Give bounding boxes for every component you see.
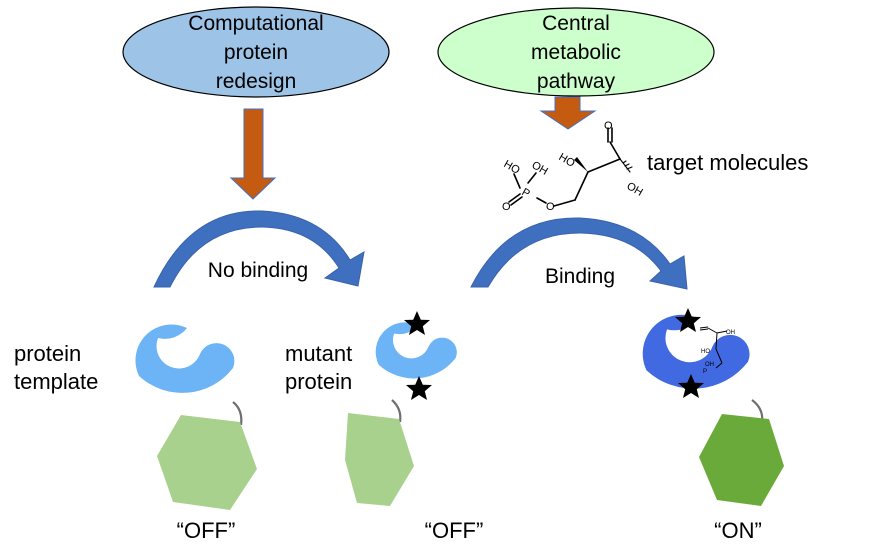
central-metabolic-pathway-line-1: Central [542, 12, 610, 35]
wedge-bond [574, 157, 588, 172]
target-molecule-structure [508, 127, 633, 207]
binding-label: Binding [545, 265, 615, 288]
bound-protein-shape [642, 314, 750, 389]
computational-redesign-line-3: redesign [216, 70, 297, 93]
target-molecules-label: target molecules [647, 150, 808, 175]
protein-template-group: protein template “OFF” [14, 324, 257, 543]
reporter-hexagon-off-icon [345, 413, 414, 506]
ligand-atom-oh-2: OH [705, 362, 714, 368]
atom-o-ester: O [546, 201, 555, 213]
computational-redesign-ellipse [122, 6, 390, 98]
down-arrow-icon [229, 108, 277, 200]
mutant-protein-shape [375, 322, 457, 379]
atom-ho-2: HO [502, 158, 523, 177]
linker-icon [391, 399, 402, 423]
central-metabolic-pathway-ellipse [437, 7, 715, 97]
atom-ho-1: HO [557, 151, 578, 170]
mutant-protein-label-line-1: mutant [285, 341, 352, 366]
ligand-atom-p: P [703, 369, 707, 375]
mutant-protein-label-line-2: protein [285, 369, 352, 394]
atom-o-phosphoryl: O [502, 201, 511, 213]
bound-protein-group: OH HO P OH “ON” [642, 308, 784, 543]
protein-template-label-line-2: template [14, 369, 98, 394]
atom-oh-2: OH [530, 159, 550, 178]
computational-redesign-line-1: Computational [188, 12, 323, 35]
computational-redesign-node: Computational protein redesign [122, 6, 390, 98]
atom-oh-1: OH [625, 180, 645, 199]
down-arrow-icon [539, 96, 597, 130]
protein-template-shape [135, 324, 235, 393]
reporter-hexagon-on-icon [699, 414, 784, 506]
mutant-protein-group: mutant protein “OFF” [285, 311, 483, 543]
central-metabolic-pathway-node: Central metabolic pathway [437, 7, 715, 97]
no-binding-arc-arrow-icon [153, 210, 365, 288]
bound-protein-state-on: “ON” [714, 518, 762, 543]
no-binding-label: No binding [208, 259, 308, 282]
protein-template-label-line-1: protein [14, 341, 81, 366]
protein-template-state-off: “OFF” [177, 518, 236, 543]
binding-arc-arrow-icon [470, 217, 688, 290]
bound-ligand-icon [699, 326, 728, 369]
central-metabolic-pathway-line-3: pathway [537, 70, 616, 93]
mutant-protein-state-off: “OFF” [425, 518, 484, 543]
computational-redesign-line-2: protein [224, 41, 288, 64]
ligand-atom-ho: HO [701, 349, 710, 355]
central-metabolic-pathway-line-2: metabolic [531, 41, 621, 64]
linker-icon [232, 401, 243, 426]
atom-o-aldehyde: O [604, 120, 613, 132]
reporter-hexagon-off-icon [157, 415, 257, 510]
ligand-atom-oh: OH [726, 330, 735, 336]
mutation-star-icon [406, 376, 432, 400]
